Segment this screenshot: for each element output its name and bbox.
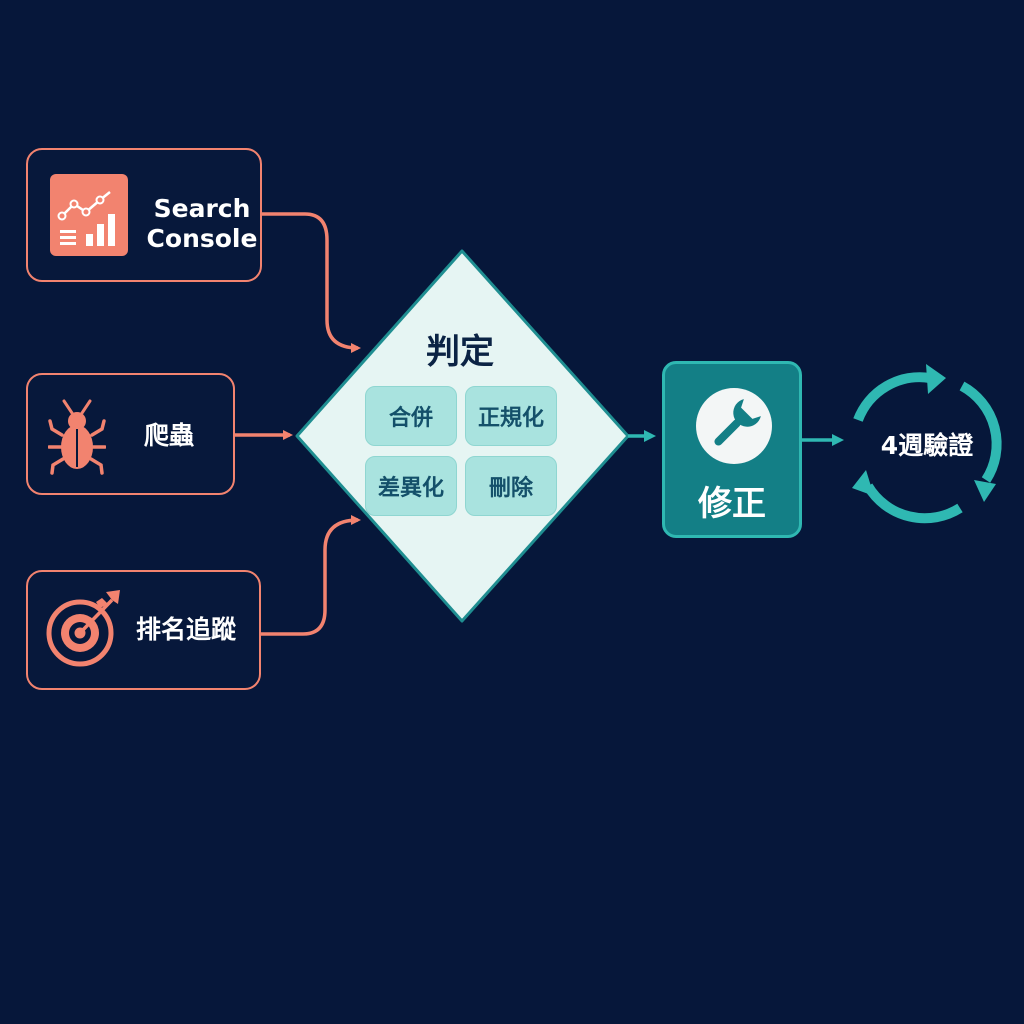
source-label-rank-tracking: 排名追蹤 <box>136 615 237 644</box>
wrench-icon <box>696 388 772 464</box>
cycle-arrows-icon <box>853 372 1002 524</box>
decision-option-canonicalize: 正規化 <box>465 386 557 446</box>
decision-option-delete: 刪除 <box>465 456 557 516</box>
connector-gsc-to-decision <box>262 212 361 353</box>
bug-icon <box>47 395 107 477</box>
source-label-search-console: Search Console <box>146 194 258 253</box>
cycle-arrowheads <box>852 364 996 502</box>
target-arrow-icon <box>46 586 124 670</box>
fix-label: 修正 <box>698 484 766 524</box>
decision-diamond <box>295 249 630 623</box>
analytics-chart-icon <box>50 174 128 256</box>
fix-step: 修正 <box>662 361 802 538</box>
source-rank-tracking: 排名追蹤 <box>26 570 261 690</box>
decision-option-merge: 合併 <box>365 386 457 446</box>
source-search-console: Search Console <box>26 148 262 282</box>
cycle-label: 4週驗證 <box>880 431 974 460</box>
decision-option-differentiate: 差異化 <box>365 456 457 516</box>
source-crawler: 爬蟲 <box>26 373 235 495</box>
connector-rank-to-decision <box>261 515 361 636</box>
decision-title: 判定 <box>426 332 494 372</box>
source-label-crawler: 爬蟲 <box>144 421 195 450</box>
